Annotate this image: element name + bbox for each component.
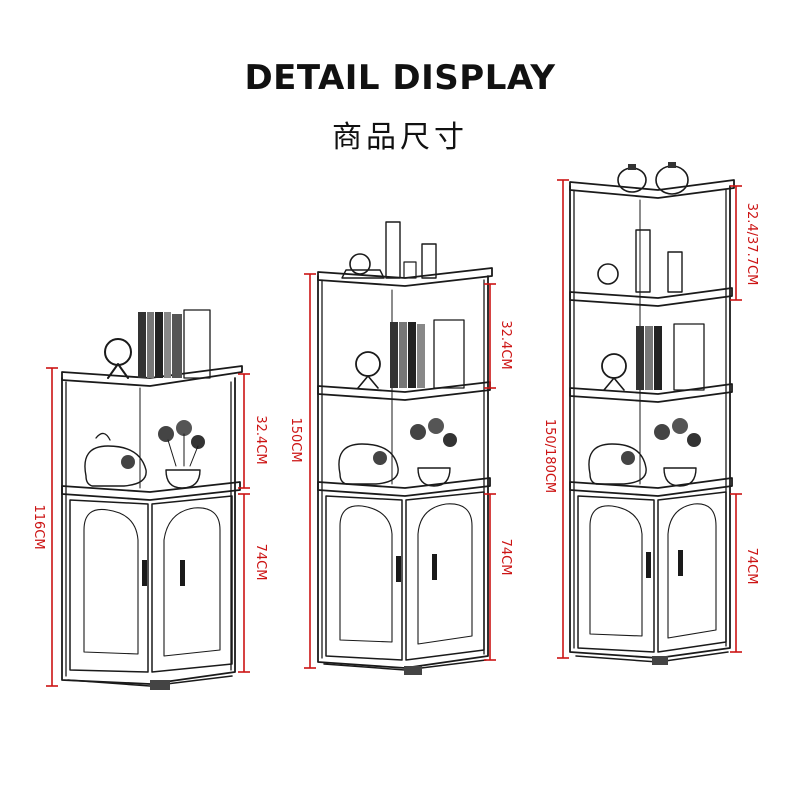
door-handle-left: [142, 560, 147, 586]
dim-lower-tall: 74CM: [730, 493, 759, 653]
page-title: DETAIL DISPLAY: [244, 58, 556, 98]
books-decor: [636, 323, 705, 391]
svg-text:32.4/37.7CM: 32.4/37.7CM: [744, 203, 759, 286]
svg-text:74CM: 74CM: [744, 548, 759, 585]
dim-upper-tall: 32.4/37.7CM: [730, 185, 759, 301]
whale-decor: [588, 443, 647, 485]
cabinet-small: [61, 309, 243, 690]
plant-decor: [158, 420, 205, 489]
cabinet-tall: [569, 162, 735, 665]
candles-decor: [341, 221, 437, 279]
dim-upper-small: 32.4CM: [238, 373, 268, 489]
books-decor: [390, 319, 465, 389]
page-subtitle: 商品尺寸: [332, 120, 468, 155]
books-decor: [138, 309, 211, 379]
svg-text:74CM: 74CM: [253, 544, 268, 581]
plant-decor: [410, 418, 457, 487]
dim-lower-small: 74CM: [238, 493, 268, 673]
whale-decor: [84, 432, 147, 487]
svg-text:116CM: 116CM: [31, 504, 46, 549]
svg-text:32.4CM: 32.4CM: [253, 415, 268, 464]
globe-decor: [355, 351, 381, 389]
svg-text:74CM: 74CM: [498, 539, 513, 576]
dim-total-tall: 150/180CM: [542, 179, 569, 659]
cabinet-foot: [150, 680, 170, 690]
whale-decor: [338, 443, 399, 485]
plant-decor: [654, 418, 701, 487]
candles-decor: [597, 229, 683, 293]
svg-text:32.4CM: 32.4CM: [498, 320, 513, 369]
dim-lower-medium: 74CM: [484, 493, 513, 661]
vases-decor: [617, 162, 689, 195]
cabinet-medium: [317, 221, 493, 675]
dim-total-medium: 150CM: [288, 273, 316, 669]
globe-decor: [601, 353, 627, 391]
clock-decor: [104, 338, 132, 379]
dim-total-small: 116CM: [31, 367, 58, 687]
dim-upper-medium: 32.4CM: [484, 283, 513, 389]
door-handle-right: [180, 560, 185, 586]
svg-text:150/180CM: 150/180CM: [542, 419, 557, 493]
svg-text:150CM: 150CM: [288, 417, 303, 462]
